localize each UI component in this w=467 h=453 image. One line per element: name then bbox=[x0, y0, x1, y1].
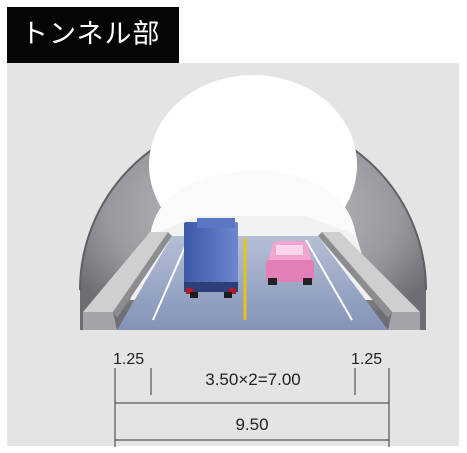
lane-width-label: 3.50×2=7.00 bbox=[205, 370, 300, 389]
left-shoulder-width: 1.25 bbox=[113, 351, 144, 368]
page-title: トンネル部 bbox=[21, 19, 161, 50]
car-illustration bbox=[266, 241, 314, 285]
truck-illustration bbox=[184, 218, 238, 298]
right-shoulder-width: 1.25 bbox=[351, 351, 382, 368]
right-walkway bbox=[318, 232, 420, 330]
dimension-lines bbox=[114, 368, 390, 447]
left-walkway bbox=[83, 232, 172, 330]
total-width-label: 9.50 bbox=[235, 415, 268, 434]
title-banner: トンネル部 bbox=[7, 7, 179, 63]
